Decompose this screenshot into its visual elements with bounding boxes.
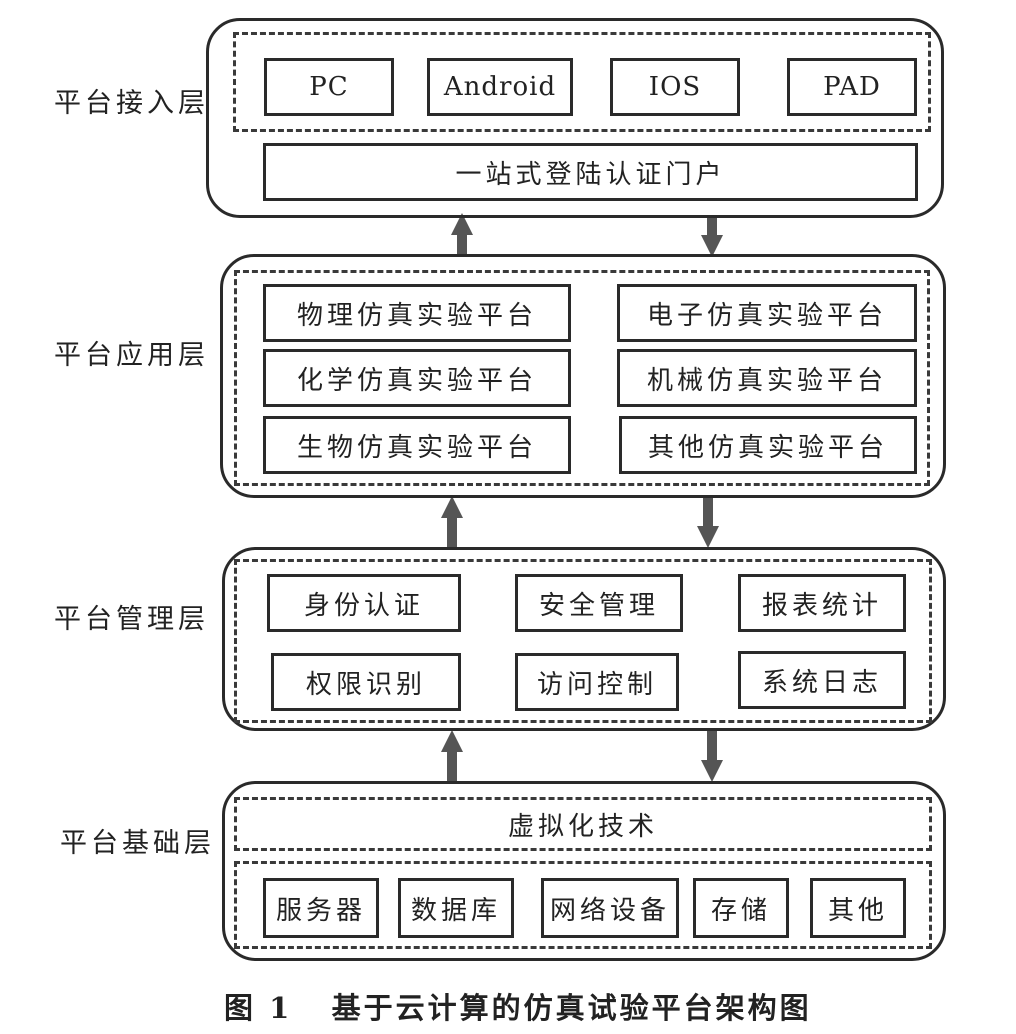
device-ios: IOS xyxy=(610,58,740,116)
platform-biology: 生物仿真实验平台 xyxy=(263,416,571,474)
access-layer-panel xyxy=(206,18,944,218)
platform-mechanics: 机械仿真实验平台 xyxy=(617,349,917,407)
figure-caption: 图 1 基于云计算的仿真试验平台架构图 xyxy=(224,991,812,1025)
virtualization-tech: 虚拟化技术 xyxy=(234,797,932,851)
management-layer-panel xyxy=(222,547,946,731)
access-layer-label: 平台接入层 xyxy=(54,88,209,119)
module-report-statistics: 报表统计 xyxy=(738,574,906,632)
foundation-layer-panel xyxy=(222,781,946,961)
device-android: Android xyxy=(427,58,573,116)
foundation-layer-label: 平台基础层 xyxy=(60,828,215,859)
platform-chemistry: 化学仿真实验平台 xyxy=(263,349,571,407)
login-portal: 一站式登陆认证门户 xyxy=(263,143,918,201)
resource-storage: 存储 xyxy=(693,878,789,938)
platform-electronics: 电子仿真实验平台 xyxy=(617,284,917,342)
management-group xyxy=(234,559,932,723)
module-access-control: 访问控制 xyxy=(515,653,679,711)
resource-server: 服务器 xyxy=(263,878,379,938)
device-pad: PAD xyxy=(787,58,917,116)
resource-group xyxy=(234,861,932,949)
application-layer-panel xyxy=(220,254,946,498)
management-layer-label: 平台管理层 xyxy=(54,604,209,635)
platform-physics: 物理仿真实验平台 xyxy=(263,284,571,342)
device-pc: PC xyxy=(264,58,394,116)
resource-other: 其他 xyxy=(810,878,906,938)
resource-database: 数据库 xyxy=(398,878,514,938)
module-security-management: 安全管理 xyxy=(515,574,683,632)
module-system-log: 系统日志 xyxy=(738,651,906,709)
platform-other: 其他仿真实验平台 xyxy=(619,416,917,474)
resource-network-device: 网络设备 xyxy=(541,878,679,938)
module-permission-recognition: 权限识别 xyxy=(271,653,461,711)
module-identity-auth: 身份认证 xyxy=(267,574,461,632)
application-group xyxy=(234,270,930,486)
device-group xyxy=(233,32,931,132)
application-layer-label: 平台应用层 xyxy=(54,340,209,371)
